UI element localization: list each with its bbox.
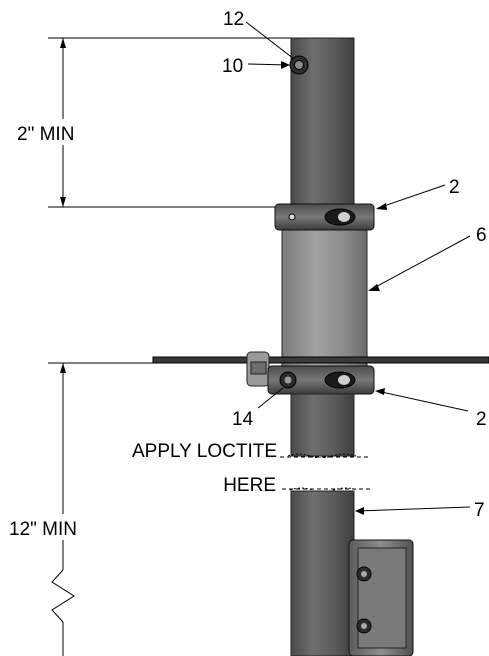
side-bolt	[246, 351, 270, 387]
loctite-line1: APPLY LOCTITE	[132, 441, 277, 462]
dimension-2in: 2" MIN	[14, 37, 291, 208]
lower-clamp	[267, 365, 375, 395]
callout-6: 6	[476, 225, 487, 246]
break-gap	[288, 458, 358, 488]
sleeve	[281, 221, 368, 369]
cap-bolt	[289, 55, 309, 75]
dimension-12in: 12" MIN	[6, 362, 153, 656]
flat-plate	[152, 356, 489, 364]
dim-top-label: 2" MIN	[17, 124, 74, 145]
dim-bottom-label: 12" MIN	[9, 519, 77, 540]
callout-10: 10	[222, 56, 243, 77]
callout-numbers: 12 10 2 6 14 2 7	[222, 9, 487, 521]
lower-pole	[289, 487, 358, 656]
mount-bracket	[348, 539, 414, 656]
callout-leaders	[245, 21, 471, 515]
loctite-note: APPLY LOCTITE HERE	[132, 441, 370, 496]
middle-pole	[287, 393, 357, 459]
callout-12: 12	[223, 9, 244, 30]
callout-14: 14	[232, 409, 254, 430]
loctite-line2: HERE	[223, 475, 276, 496]
callout-7: 7	[474, 500, 485, 521]
callout-2-top: 2	[449, 177, 460, 198]
callout-2-bottom: 2	[476, 409, 487, 430]
top-clamp	[274, 203, 375, 231]
